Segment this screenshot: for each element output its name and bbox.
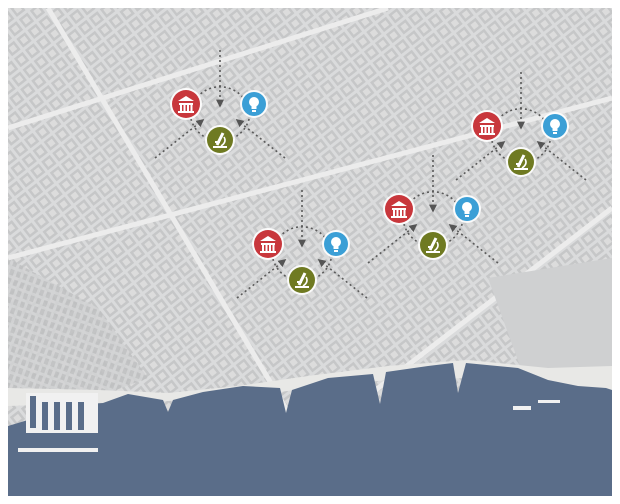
cluster-center-west [236,190,368,299]
idea-icon [453,195,481,223]
flow-arrows [367,155,499,264]
institution-icon [252,228,284,260]
sea [8,363,612,496]
cluster-north-west [154,50,286,159]
beach-strip [8,360,612,406]
city-map [8,8,612,496]
microscope-icon [418,230,448,260]
institution-icon [170,88,202,120]
cluster-layer [154,50,587,299]
flow-arrows [154,50,286,159]
port [18,393,560,452]
idea-icon [541,112,569,140]
cluster-north-east [455,72,587,181]
microscope-icon [506,147,536,177]
cluster-center-east [367,155,499,264]
institution-icon [471,110,503,142]
idea-icon [322,230,350,258]
old-town-area [8,258,148,408]
microscope-icon [287,265,317,295]
microscope-icon [205,125,235,155]
idea-icon [240,90,268,118]
park-area [488,258,612,388]
institution-icon [383,193,415,225]
flow-arrows [236,190,368,299]
map-canvas [8,8,612,496]
flow-arrows [455,72,587,181]
